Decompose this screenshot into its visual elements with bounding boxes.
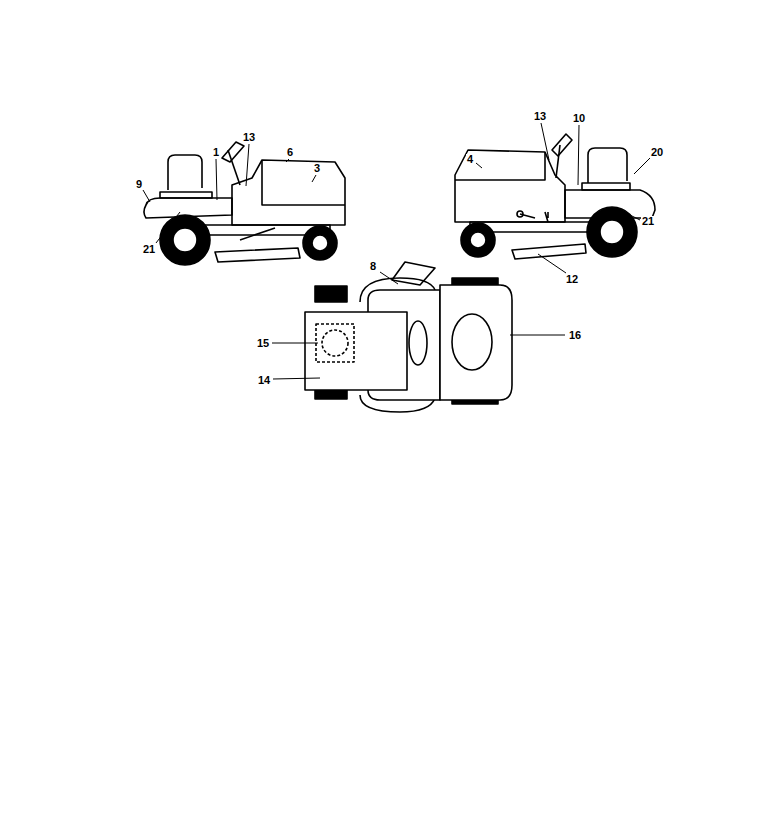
leader-line [246,144,249,186]
callout-number: 9 [135,179,143,190]
lift-arm [240,228,275,240]
callout-number: 13 [533,111,547,122]
hood [232,160,345,225]
callout-number: 13 [242,132,256,143]
leader-line [312,175,316,182]
callout-number: 3 [313,163,321,174]
seat-back [588,148,627,183]
leader-line [273,378,320,379]
leader-line [541,123,549,160]
callout-number: 1 [212,147,220,158]
hood-line [262,160,345,205]
leader-line [538,254,566,273]
mower-deck [215,248,300,262]
callout-number: 15 [256,338,270,349]
top-view [305,262,512,412]
leader-lines [143,123,650,379]
leader-line [476,163,482,168]
left-tractor [144,142,345,265]
front-tire [315,286,347,302]
leader-line [578,125,579,185]
callout-number: 21 [641,216,655,227]
front-wheel [303,226,337,260]
hood-line [455,152,545,180]
lever-mark [545,212,548,222]
rear-hub [173,228,197,252]
rear-body [440,285,512,400]
rear-wheel [160,215,210,265]
front-wheel [461,223,495,257]
leader-line [156,212,180,243]
leader-line [143,190,150,202]
front-hub [312,235,328,251]
callout-number: 8 [369,261,377,272]
leader-line [286,159,289,162]
callout-number: 10 [572,113,586,124]
seat [582,183,630,190]
callout-number: 4 [466,154,474,165]
engine-pulley [322,330,348,356]
hood [305,312,407,390]
leader-line [616,208,640,220]
mower-deck [512,244,586,259]
steering-column [556,145,560,178]
dash [409,321,427,365]
callout-number: 20 [650,147,664,158]
callout-number: 6 [286,147,294,158]
seat [160,192,212,198]
seat-back [168,155,202,190]
hood [455,150,565,222]
discharge-chute [392,262,435,285]
leader-line [216,159,217,200]
leader-line [380,272,398,284]
seat [452,314,492,370]
leader-line [272,343,318,344]
leader-line [510,335,565,336]
steering-wheel [552,134,572,156]
leader-line [634,158,650,174]
engine [316,324,354,362]
callout-number: 14 [257,375,271,386]
lever-knob [517,211,523,217]
callout-number: 21 [142,244,156,255]
right-tractor [455,134,655,259]
rear-hub [600,220,624,244]
steering-wheel [222,142,244,162]
front-hub [470,232,486,248]
callout-number: 12 [565,274,579,285]
callout-number: 16 [568,330,582,341]
steering-column [228,150,240,185]
